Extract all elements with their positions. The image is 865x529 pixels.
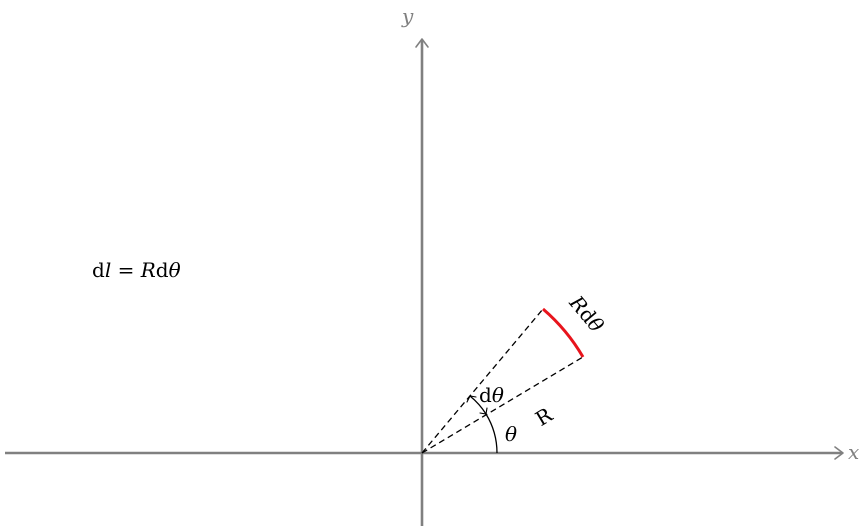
dtheta-angle-marker bbox=[466, 395, 488, 415]
theta-label: θ bbox=[505, 422, 517, 446]
radius-lines bbox=[421, 308, 584, 454]
formula-d2: d bbox=[156, 258, 169, 282]
dtheta-arrowhead-lower bbox=[479, 407, 488, 415]
y-axis-arrowhead bbox=[415, 38, 429, 48]
arc-length-label: Rdθ bbox=[564, 290, 609, 337]
radius-line-lower bbox=[421, 356, 584, 454]
arc-segment-highlight bbox=[542, 307, 585, 358]
formula-theta: θ bbox=[169, 258, 181, 282]
dtheta-label: dθ bbox=[479, 383, 504, 407]
coordinate-axes: x y bbox=[5, 4, 859, 526]
x-axis-arrowhead bbox=[834, 446, 844, 460]
dtheta-d: d bbox=[479, 383, 492, 407]
x-axis-label: x bbox=[848, 440, 859, 464]
formula-R: R bbox=[140, 258, 156, 282]
formula-l: l bbox=[105, 258, 111, 282]
theta-angle-arc bbox=[485, 413, 498, 454]
formula-d: d bbox=[92, 258, 105, 282]
arc-length-formula: dl = Rdθ bbox=[92, 258, 181, 282]
formula-equals: = bbox=[111, 258, 140, 282]
dtheta-theta: θ bbox=[492, 383, 504, 407]
y-axis-label: y bbox=[401, 4, 414, 28]
radius-label: R bbox=[531, 402, 557, 431]
dtheta-arrowhead-upper bbox=[466, 395, 477, 403]
radius-line-upper bbox=[421, 308, 544, 454]
